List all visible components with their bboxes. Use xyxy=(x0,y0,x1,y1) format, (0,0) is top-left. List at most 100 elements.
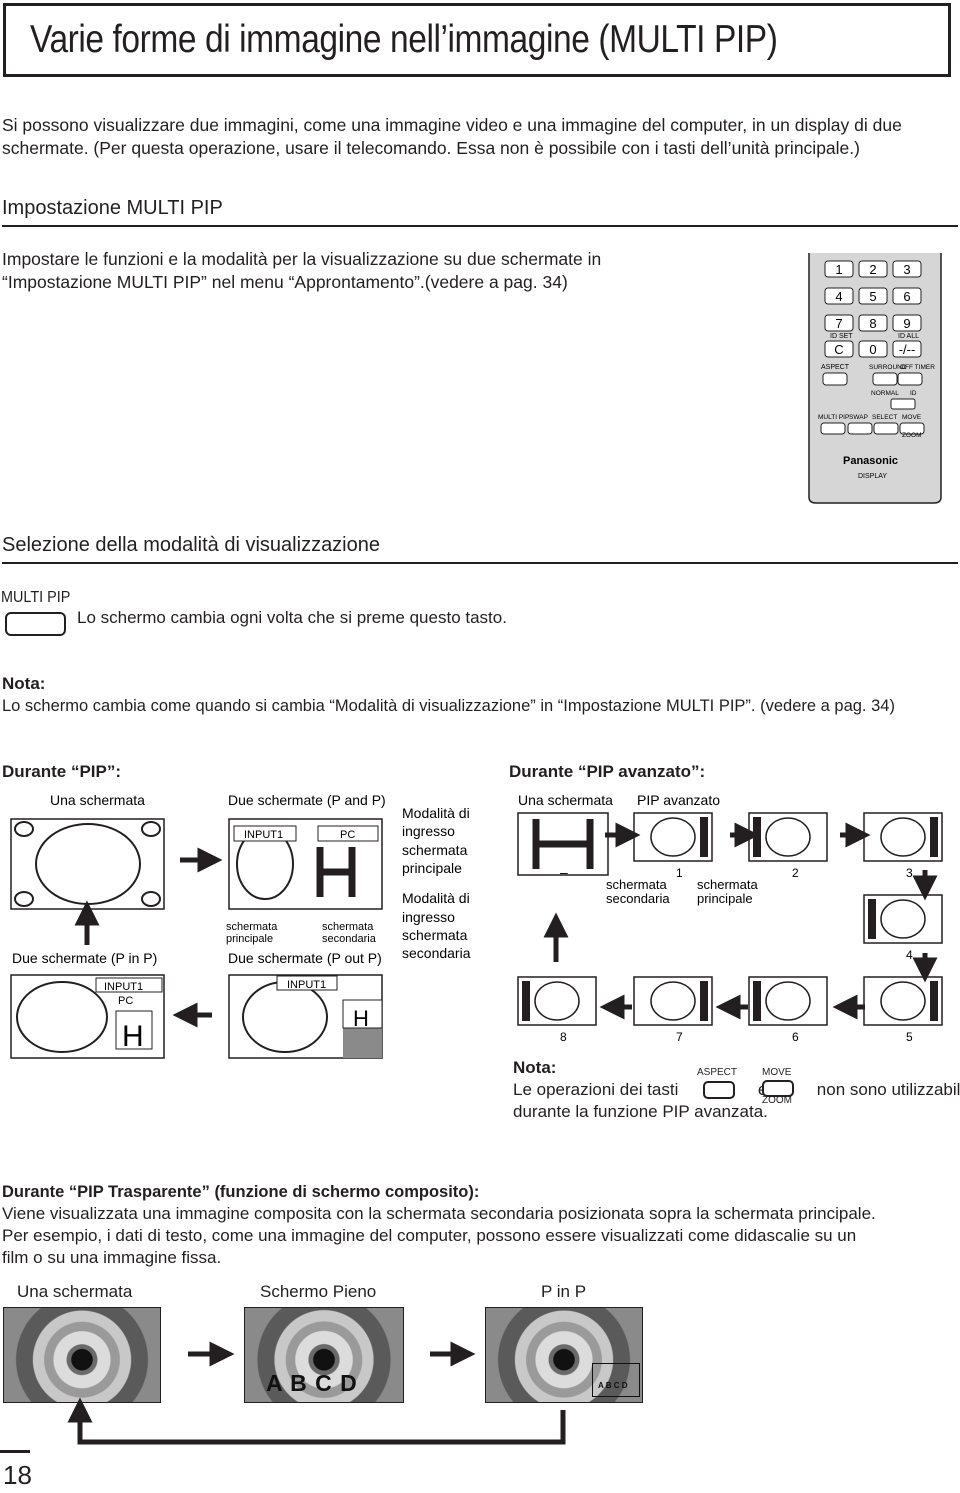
adv-screen xyxy=(748,976,828,1026)
page-number: 18 xyxy=(3,1460,32,1490)
adv-screen xyxy=(863,812,943,862)
trasp-line-3: film o su una immagine fissa. xyxy=(2,1248,222,1267)
intro-line-1: Si possono visualizzare due immagini, co… xyxy=(2,115,902,135)
adv-avanzato-label: PIP avanzato xyxy=(637,792,720,808)
remote-key-label: 0 xyxy=(869,342,876,357)
mode-sub-1: Modalità di xyxy=(402,890,470,906)
page-number-rule xyxy=(0,1450,30,1453)
setup-line-2: “Impostazione MULTI PIP” nel menu “Appro… xyxy=(2,272,568,292)
remote-key-label: 9 xyxy=(903,316,910,331)
pinp-pc: PC xyxy=(118,995,133,1007)
pc-label: PC xyxy=(340,829,355,841)
adv-princ-1: schermata xyxy=(697,877,758,892)
adv-princ-2: principale xyxy=(697,891,753,906)
mode-main-2: ingresso xyxy=(402,823,455,839)
remote-key[interactable] xyxy=(858,287,888,305)
adv-note-label: Nota: xyxy=(513,1058,557,1077)
mode-sub-4: secondaria xyxy=(402,945,471,961)
adv-screen xyxy=(517,812,609,876)
trasp-label-pinp: P in P xyxy=(541,1282,587,1301)
multi-pip-button-label: MULTI PIP xyxy=(1,589,71,606)
remote-key[interactable] xyxy=(858,314,888,332)
remote-move-label: MOVE xyxy=(902,414,922,421)
remote-key[interactable] xyxy=(892,314,922,332)
flower-image-3 xyxy=(485,1307,643,1403)
pinp-h: H xyxy=(122,1020,144,1053)
setup-text: Impostare le funzioni e la modalità per … xyxy=(2,248,702,294)
adv-zoom-label: ZOOM xyxy=(762,1095,792,1106)
princ-label-1: schermata xyxy=(226,921,278,933)
remote-key-label: 1 xyxy=(835,262,842,277)
poutp-input1: INPUT1 xyxy=(287,979,326,991)
remote-key-label: 5 xyxy=(869,289,876,304)
remote-select-label: SELECT xyxy=(872,414,897,421)
adv-screen xyxy=(517,976,597,1026)
mode-sub-2: ingresso xyxy=(402,909,455,925)
remote-key[interactable] xyxy=(824,287,854,305)
adv-note-part-c: non sono utilizzabili xyxy=(816,1080,960,1099)
mode-main-3: schermata xyxy=(402,842,468,858)
page-title: Varie forme di immagine nell’immagine (M… xyxy=(30,18,778,61)
mode-main-1: Modalità di xyxy=(402,805,470,821)
note-text: Lo schermo cambia come quando si cambia … xyxy=(2,697,895,715)
adv-sec-1: schermata xyxy=(606,877,667,892)
abcd-large: A B C D xyxy=(266,1370,358,1396)
adv-aspect-label: ASPECT xyxy=(697,1067,738,1078)
remote-key-label: -/-- xyxy=(899,342,916,357)
pip-subframe xyxy=(592,1363,640,1397)
adv-move-label: MOVE xyxy=(762,1067,792,1078)
trasp-heading: Durante “PIP Trasparente” (funzione di s… xyxy=(2,1183,480,1201)
remote-key-label: 8 xyxy=(869,316,876,331)
mode-main-4: principale xyxy=(402,860,462,876)
adv-num-8: 8 xyxy=(560,1030,567,1044)
aspect-button[interactable] xyxy=(703,1081,735,1099)
section-rule xyxy=(2,225,958,227)
flower-image-2 xyxy=(244,1307,404,1403)
abcd-small: A B C D xyxy=(598,1381,628,1390)
pip-pinp-screen: INPUT1 PC H xyxy=(10,974,165,1059)
remote-key[interactable] xyxy=(824,340,854,358)
move-button[interactable] xyxy=(762,1080,794,1097)
pip-pinp-label: Due schermate (P in P) xyxy=(12,950,157,966)
remote-surround-label: SURROUND xyxy=(869,364,907,371)
multi-pip-button-desc: Lo schermo cambia ogni volta che si prem… xyxy=(77,608,507,627)
adv-note-line-2: durante la funzione PIP avanzata. xyxy=(513,1102,768,1121)
pip-pandp-label: Due schermate (P and P) xyxy=(228,792,386,808)
remote-key-label: 4 xyxy=(835,289,842,304)
adv-dash: – xyxy=(560,864,568,880)
remote-key[interactable] xyxy=(858,260,888,278)
intro-text: Si possono visualizzare due immagini, co… xyxy=(2,114,958,160)
remote-key[interactable] xyxy=(858,340,888,358)
adv-num-2: 2 xyxy=(792,866,799,880)
adv-sec-2: secondaria xyxy=(606,891,670,906)
remote-key[interactable] xyxy=(824,314,854,332)
remote-key[interactable] xyxy=(824,260,854,278)
remote-key[interactable] xyxy=(892,287,922,305)
remote-id-set-label: ID SET xyxy=(830,333,853,340)
pinp-input1: INPUT1 xyxy=(104,981,143,993)
adv-num-1: 1 xyxy=(676,866,683,880)
adv-screen xyxy=(748,812,828,862)
title-box xyxy=(3,3,951,77)
remote-key[interactable] xyxy=(892,260,922,278)
adv-num-7: 7 xyxy=(676,1030,683,1044)
pip-single-screen xyxy=(10,818,165,910)
pip-poutp-label: Due schermate (P out P) xyxy=(228,950,382,966)
princ-label-2: principale xyxy=(226,933,273,945)
remote-normal-label: NORMAL xyxy=(871,390,899,397)
section-heading-mode: Selezione della modalità di visualizzazi… xyxy=(2,534,380,556)
trasp-label-una: Una schermata xyxy=(17,1282,133,1301)
remote-key-label: 6 xyxy=(903,289,910,304)
adv-num-3: 3 xyxy=(906,866,913,880)
multi-pip-button[interactable] xyxy=(5,612,66,636)
sec-label-1: schermata xyxy=(322,921,374,933)
trasp-text: Viene visualizzata una immagine composit… xyxy=(2,1203,958,1269)
remote-off-timer-label: OFF TIMER xyxy=(900,364,935,371)
pip-heading: Durante “PIP”: xyxy=(2,762,122,781)
remote-aspect-label: ASPECT xyxy=(821,364,850,371)
remote-brand-logo: Panasonic xyxy=(843,455,898,467)
section-rule-2 xyxy=(2,562,958,564)
adv-num-6: 6 xyxy=(792,1030,799,1044)
remote-key[interactable] xyxy=(892,340,922,358)
